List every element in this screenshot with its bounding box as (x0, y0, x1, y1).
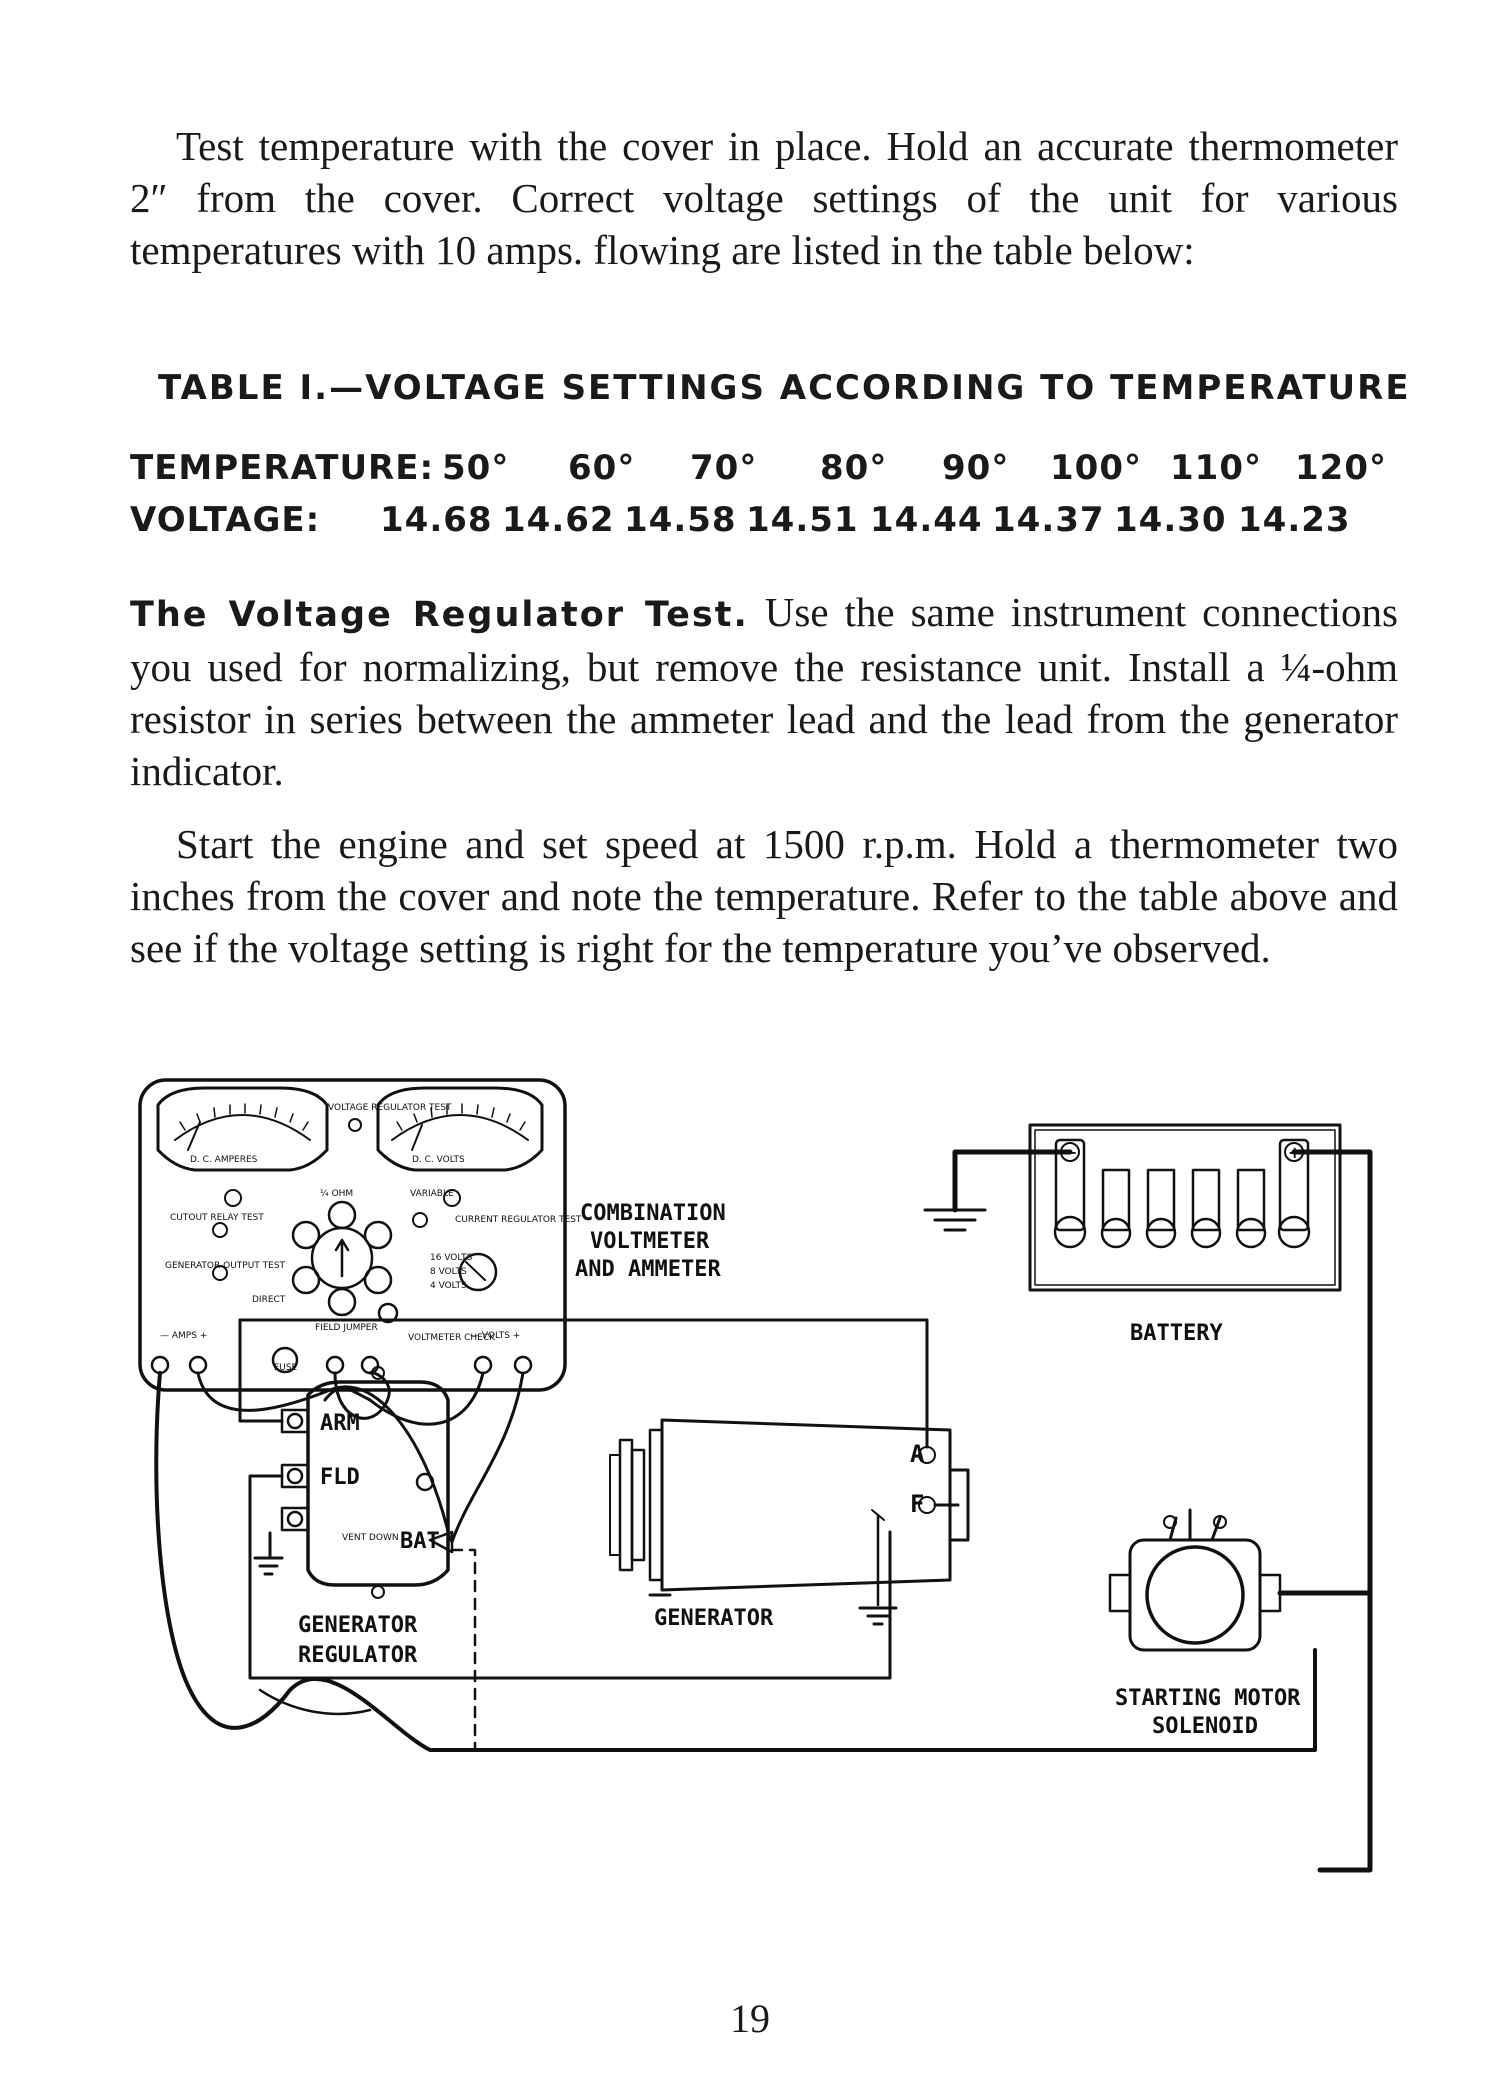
generator-label: GENERATOR (654, 1606, 774, 1631)
temperature-cell: 60° (568, 448, 636, 488)
temperature-cell: 70° (690, 448, 758, 488)
voltage-cell: 14.30 (1114, 500, 1227, 540)
voltage-range-dial (458, 1252, 498, 1292)
direct-label: DIRECT (252, 1295, 286, 1305)
combination-label-line: COMBINATION (580, 1201, 726, 1226)
voltage-cell: 14.58 (624, 500, 737, 540)
voltage-cell: 14.62 (502, 500, 615, 540)
voltage-cell: 14.44 (870, 500, 983, 540)
page-number: 19 (730, 1996, 770, 2041)
generator-f-label: F (910, 1490, 924, 1518)
combination-tester: D. C. AMPERES D. C. VOLTS VOLTAGE REGULA… (138, 1078, 582, 1392)
voltmeter-check-button (377, 1302, 399, 1324)
regulator-label-line: GENERATOR (298, 1613, 418, 1638)
volts-minus-terminal (473, 1355, 493, 1375)
table-title: TABLE I.—VOLTAGE SETTINGS ACCORDING TO T… (158, 368, 1411, 408)
combination-label-line: VOLTMETER (590, 1229, 710, 1254)
volts-plus-terminal (513, 1355, 533, 1375)
regulator-test-paragraph: The Voltage Regulator Test. Use the same… (130, 586, 1398, 797)
selector-knob (291, 1200, 393, 1317)
regulator-test-text: Use the same instrument connections you … (130, 589, 1398, 794)
temperature-label: TEMPERATURE: (130, 448, 435, 488)
volt-range-label: 16 VOLTS (430, 1253, 473, 1263)
starting-motor-solenoid (1108, 1508, 1373, 1652)
generator (609, 1418, 970, 1626)
zero-adjust-knob (224, 1189, 242, 1207)
battery-label: BATTERY (1130, 1321, 1223, 1346)
field-jumper-terminal (360, 1355, 380, 1375)
arm-terminal (286, 1412, 304, 1430)
wiring (154, 1318, 1317, 1752)
generator-output-test-label: GENERATOR OUTPUT TEST (165, 1261, 286, 1271)
combination-label-line: AND AMMETER (575, 1257, 721, 1282)
intro-paragraph: Test temperature with the cover in place… (130, 123, 1398, 273)
voltmeter-label: D. C. VOLTS (412, 1155, 465, 1165)
fld-label: FLD (320, 1465, 360, 1490)
ammeter-label: D. C. AMPERES (190, 1155, 258, 1165)
bat-label: BAT (400, 1529, 440, 1554)
solenoid-label-line: STARTING MOTOR (1115, 1686, 1301, 1711)
voltage-cell: 14.37 (992, 500, 1105, 540)
generator-regulator: VENT DOWN (253, 1366, 454, 1599)
variable-label: VARIABLE (410, 1189, 454, 1199)
volt-range-label: 4 VOLTS (430, 1281, 467, 1291)
voltmeter-check-label: VOLTMETER CHECK (408, 1333, 496, 1343)
cutout-relay-test-label: CUTOUT RELAY TEST (170, 1213, 264, 1223)
amps-minus-terminal (150, 1355, 170, 1375)
temperature-cell: 100° (1050, 448, 1142, 488)
toggle-switch (212, 1265, 228, 1281)
solenoid-label-line: SOLENOID (1152, 1714, 1258, 1739)
temperature-cell: 50° (442, 448, 510, 488)
temperature-cell: 90° (942, 448, 1010, 488)
volts-terminal-label: — VOLTS + (470, 1331, 520, 1341)
voltage-regulator-test-label: VOLTAGE REGULATOR TEST (328, 1103, 452, 1113)
vent-down-label: VENT DOWN (342, 1533, 399, 1543)
start-paragraph: Start the engine and set speed at 1500 r… (130, 821, 1398, 971)
toggle-switch (212, 1222, 228, 1238)
fuse-holder (271, 1346, 299, 1374)
amps-terminal-label: — AMPS + (160, 1331, 207, 1341)
ground-symbol (253, 1531, 284, 1576)
voltage-cell: 14.51 (746, 500, 859, 540)
voltmeter-dial: D. C. VOLTS (376, 1086, 544, 1172)
temperature-cell: 80° (820, 448, 888, 488)
field-jumper-label: FIELD JUMPER (315, 1323, 378, 1333)
current-regulator-test-label: CURRENT REGULATOR TEST (455, 1215, 582, 1225)
fld-terminal (286, 1467, 304, 1485)
volt-range-label: 8 VOLTS (430, 1267, 467, 1277)
regulator-label-line: REGULATOR (298, 1643, 418, 1668)
toggle-switch (412, 1212, 428, 1228)
regulator-test-heading: The Voltage Regulator Test. (130, 595, 749, 635)
amps-plus-terminal (188, 1355, 208, 1375)
voltage-cell: 14.23 (1238, 500, 1351, 540)
generator-a-label: A (910, 1440, 925, 1468)
zero-adjust-knob (443, 1189, 461, 1207)
voltage-label: VOLTAGE: (130, 500, 321, 540)
fuse-label: FUSE (274, 1363, 297, 1373)
temperature-cell: 110° (1170, 448, 1262, 488)
indicator-lamp (348, 1118, 362, 1132)
temperature-cell: 120° (1295, 448, 1387, 488)
wiring-diagram: D. C. AMPERES D. C. VOLTS VOLTAGE REGULA… (138, 1078, 1373, 1873)
ground-symbol (923, 1208, 987, 1232)
ground-terminal (286, 1510, 304, 1528)
quarter-ohm-label: ¼ OHM (320, 1189, 353, 1199)
voltage-cell: 14.68 (380, 500, 493, 540)
ammeter-dial: D. C. AMPERES (156, 1086, 329, 1172)
field-jumper-terminal (325, 1355, 345, 1375)
